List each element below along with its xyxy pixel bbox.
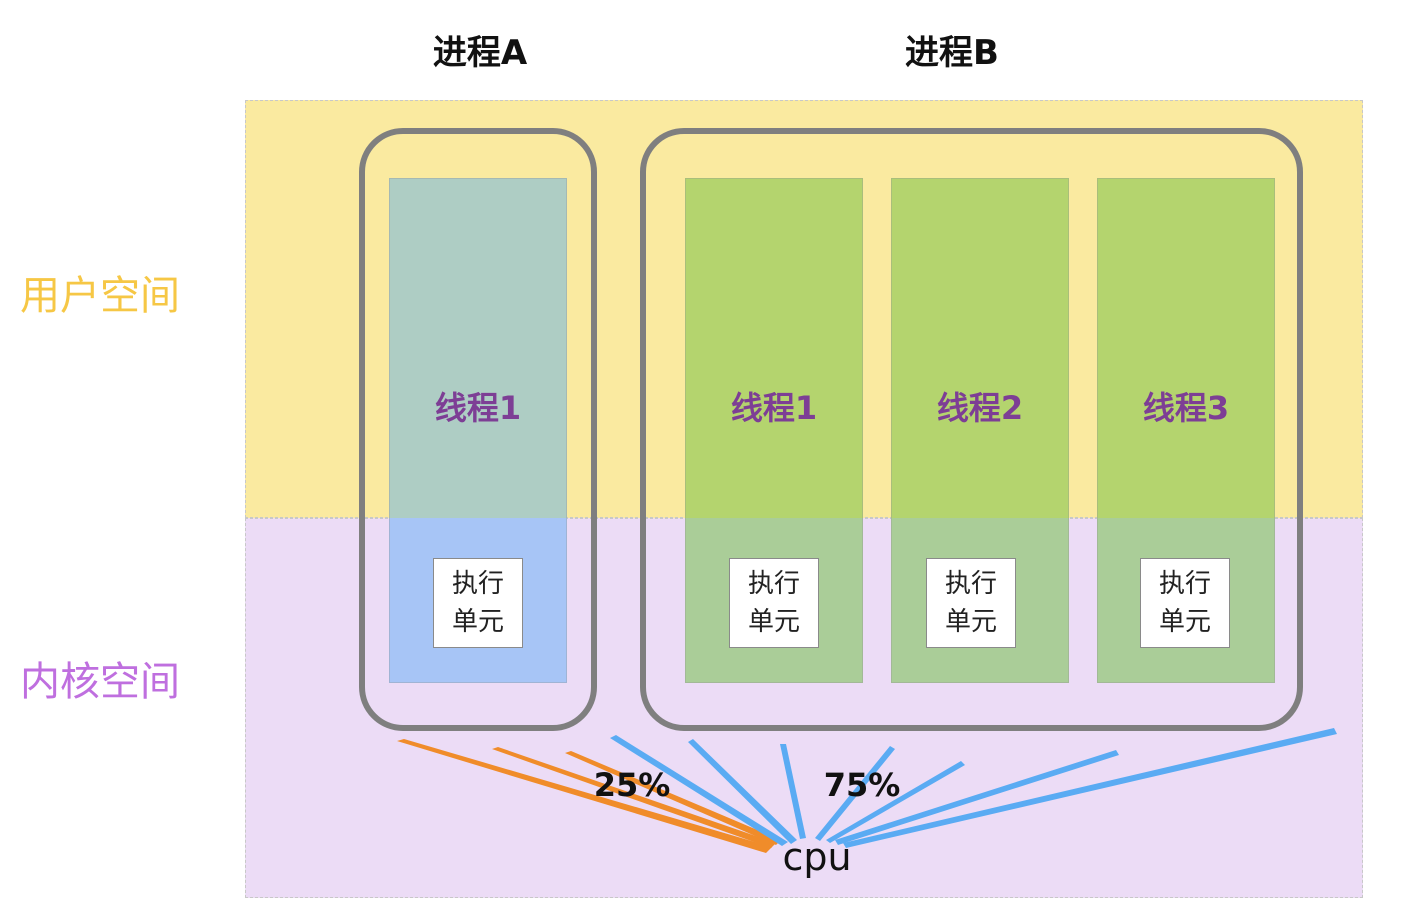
process-b-thread-3-exec-unit: 执行 单元: [1140, 558, 1230, 648]
blue-wedge-2: [688, 739, 797, 844]
process-b-thread-1-label: 线程1: [730, 389, 818, 427]
process-a-thread-1-label: 线程1: [434, 389, 522, 427]
process-a-title: 进程A: [432, 33, 528, 73]
blue-wedge-4: [815, 746, 895, 841]
process-b-thread-1-exec-unit: 执行 单元: [729, 558, 819, 648]
user-space-label: 用户空间: [20, 273, 180, 319]
exec-unit-line-2: 单元: [1158, 607, 1211, 637]
blue-wedge-1: [610, 735, 788, 846]
exec-unit-line-2: 单元: [451, 607, 504, 637]
orange-wedge-2: [492, 747, 776, 848]
process-a-thread-1-user-part: [389, 178, 567, 518]
process-b-thread-2-exec-unit: 执行 单元: [926, 558, 1016, 648]
exec-unit-line-2: 单元: [944, 607, 997, 637]
process-a-cpu-share: 25%: [593, 766, 671, 804]
blue-wedge-3: [780, 744, 806, 839]
process-a-frame: [359, 128, 597, 731]
process-b-cpu-share: 75%: [823, 766, 901, 804]
cpu-label: cpu: [782, 835, 852, 879]
exec-unit-line-1: 执行: [1158, 569, 1211, 599]
orange-wedge-1: [397, 739, 772, 853]
process-a-thread-1-exec-unit: 执行 单元: [433, 558, 523, 648]
orange-wedge-3: [565, 751, 781, 845]
exec-unit-line-1: 执行: [944, 569, 997, 599]
process-b-frame: [640, 128, 1303, 731]
process-b-thread-3-user-part: [1097, 178, 1275, 518]
blue-wedge-5: [826, 761, 965, 843]
exec-unit-line-2: 单元: [747, 607, 800, 637]
process-b-thread-1-kernel-part: [685, 518, 863, 683]
blue-wedge-6: [835, 750, 1119, 845]
process-b-thread-2-label: 线程2: [936, 389, 1024, 427]
process-b-thread-2-user-part: [891, 178, 1069, 518]
kernel-space-label: 内核空间: [20, 659, 180, 705]
exec-unit-line-1: 执行: [747, 569, 800, 599]
blue-wedge-7: [843, 728, 1337, 848]
exec-unit-line-1: 执行: [451, 569, 504, 599]
process-b-title: 进程B: [905, 33, 999, 73]
process-b-thread-1-user-part: [685, 178, 863, 518]
process-b-thread-3-label: 线程3: [1142, 389, 1230, 427]
